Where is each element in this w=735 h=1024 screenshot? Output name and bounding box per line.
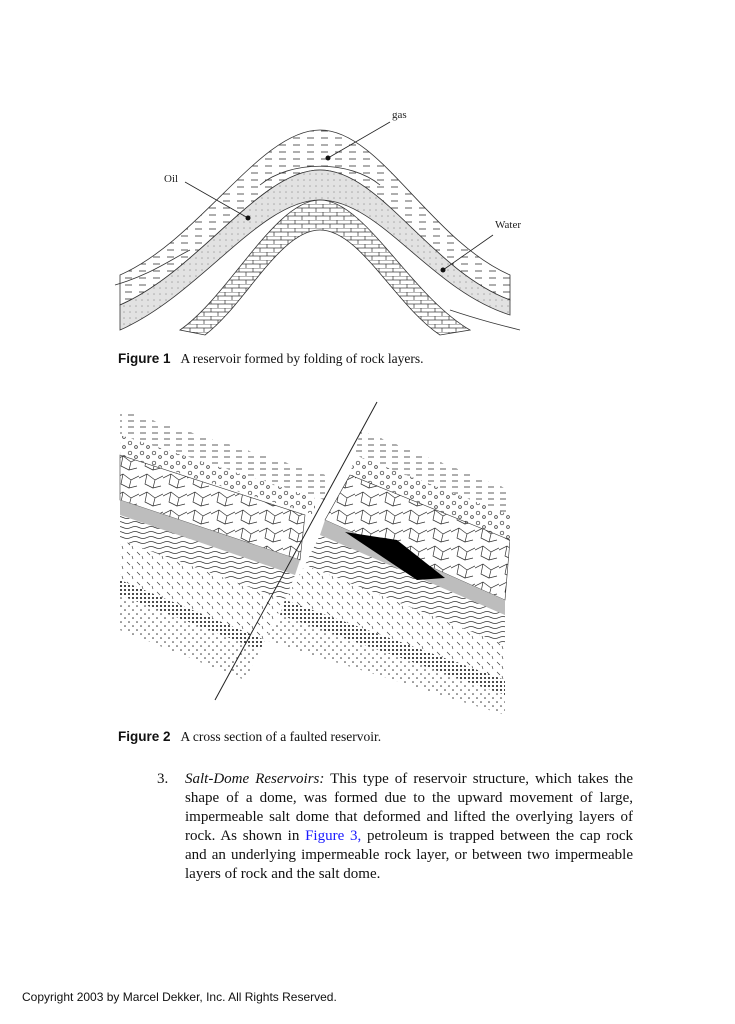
- water-label: Water: [495, 219, 521, 231]
- figure-1-anticline-diagram: gas Oil Water: [114, 109, 521, 336]
- list-item-text-2: petroleum is trapped between the cap roc…: [185, 828, 633, 882]
- figure-2-label: Figure 2: [118, 729, 171, 744]
- figure-1-caption-text: A reservoir formed by folding of rock la…: [180, 351, 424, 366]
- figure-2-caption-text: A cross section of a faulted reservoir.: [180, 729, 382, 744]
- list-item-number: 3.: [157, 771, 169, 787]
- figure-1-label: Figure 1: [118, 351, 171, 366]
- figure-3-link[interactable]: Figure 3,: [305, 828, 362, 844]
- figure-1-caption: Figure 1 A reservoir formed by folding of…: [118, 351, 423, 367]
- copyright-footer: Copyright 2003 by Marcel Dekker, Inc. Al…: [22, 990, 337, 1004]
- figure-2-faulted-reservoir-diagram: [119, 401, 510, 715]
- oil-label-group: Oil: [164, 173, 251, 221]
- trapped-oil-zone: [345, 532, 445, 580]
- gas-label-group: gas: [325, 109, 407, 161]
- gas-label: gas: [392, 109, 407, 121]
- figure-2-caption: Figure 2 A cross section of a faulted res…: [118, 729, 381, 745]
- list-item-text-1: This type of reservoir structure, which …: [185, 771, 633, 844]
- oil-label: Oil: [164, 173, 178, 185]
- left-fault-block: [119, 410, 325, 680]
- list-item-body: Salt-Dome Reservoirs: This type of reser…: [185, 770, 633, 884]
- fault-line: [214, 401, 378, 701]
- water-label-group: Water: [440, 219, 521, 273]
- list-item-term: Salt-Dome Reservoirs:: [185, 771, 325, 787]
- right-fault-block: [265, 430, 510, 715]
